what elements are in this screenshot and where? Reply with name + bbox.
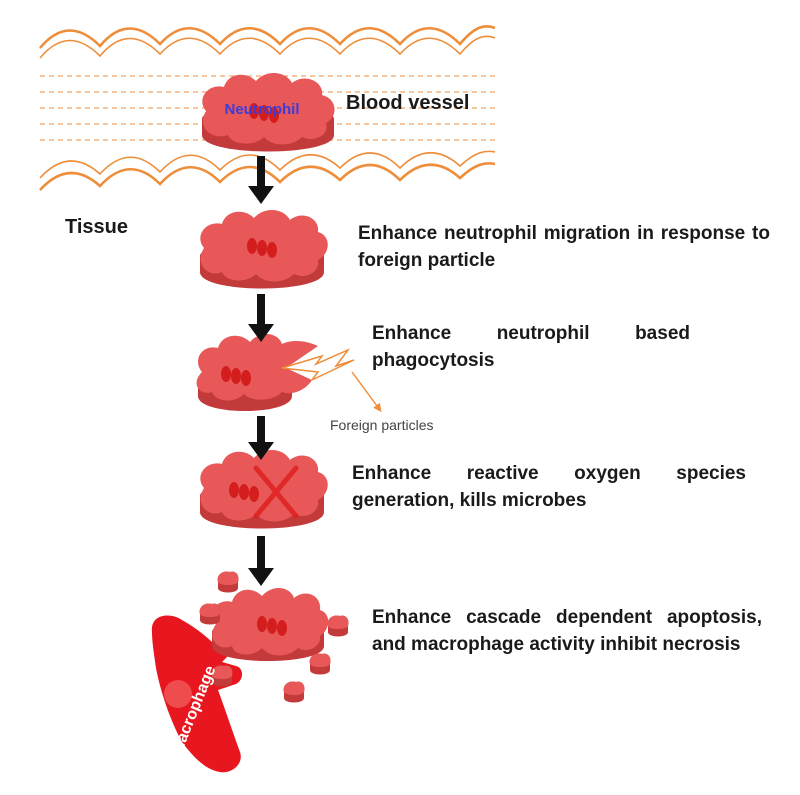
flow-arrow [248,536,274,586]
neutrophil-cell-apoptosis [212,587,329,661]
step-apoptosis-text: Enhance cascade dependent apoptosis, and… [372,607,762,655]
cell-nucleus [249,103,279,123]
cell-top [200,449,328,522]
vessel-wall-bottom [39,162,496,191]
blood-vessel-label: Blood vessel [346,92,470,114]
apoptotic-fragment [211,665,233,687]
apoptotic-fragment [309,653,331,675]
neutrophil-cell-ros [200,449,328,529]
cell-top [202,72,335,145]
cell-nucleus [257,616,287,636]
flow-arrow [248,294,274,342]
step-migration-text: Enhance neutrophil migration in response… [358,223,770,271]
cell-nucleus [247,238,277,258]
foreign-particle-shape [281,348,355,381]
cell-nucleus [229,482,259,502]
macrophage-cell [151,615,242,773]
x-mark-icon [253,465,299,519]
flow-arrow [248,416,274,460]
macrophage-nucleus [164,680,192,708]
cell-top [196,333,318,401]
vessel-wall-top-inner [39,35,496,59]
vessel-wall-bottom-inner [39,150,496,179]
step-ros-text: Enhance reactive oxygen species generati… [352,463,746,511]
step-phagocytosis-text: Enhance neutrophil based phagocytosis [372,323,690,371]
tissue-label: Tissue [65,216,128,238]
flow-arrow [248,156,274,204]
flow-arrows [248,156,274,586]
apoptotic-fragment [327,615,349,637]
foreign-particles-label: Foreign particles [330,417,434,433]
apoptotic-fragments [199,571,349,703]
macrophage-body [151,615,242,773]
apoptotic-fragment [199,603,221,625]
neutrophil-cell-migration [200,209,328,289]
neutrophil-label: Neutrophil [225,101,300,118]
foreign-particles-pointer [351,371,382,413]
neutrophil-cell-vessel [202,72,335,152]
apoptotic-fragment [283,681,305,703]
neutrophil-cell-phagocytosis [196,333,355,411]
apoptotic-fragment [217,571,239,593]
vessel-wall-top [39,24,496,49]
cell-nucleus [221,366,251,386]
